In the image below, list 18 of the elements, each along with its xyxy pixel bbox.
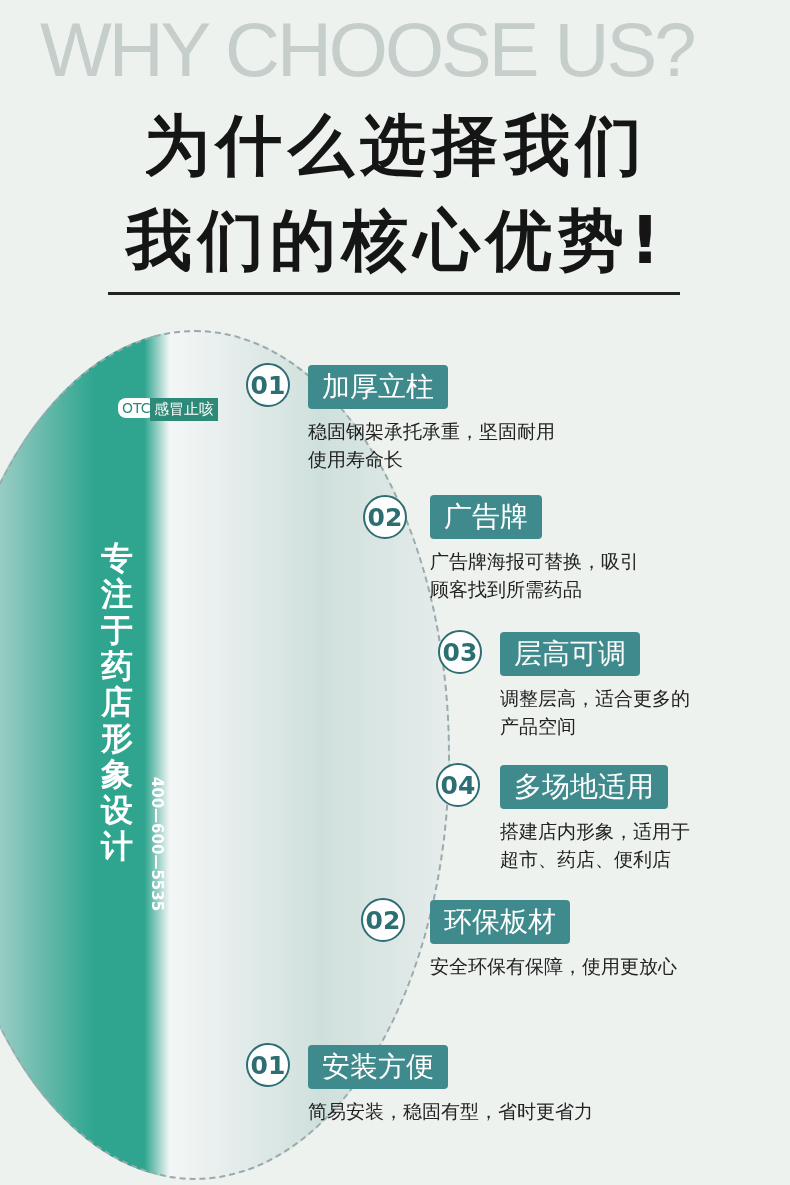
- feature-tag: 多场地适用: [500, 765, 668, 809]
- feature-tag: 广告牌: [430, 495, 542, 539]
- title: 为什么选择我们我们的核心优势!: [124, 106, 668, 281]
- feature-description: 安全环保有保障，使用更放心: [430, 954, 678, 979]
- feature-description: 简易安装，稳固有型，省时更省力: [308, 1099, 594, 1124]
- shelf-slogan: 专注于药店形象设计: [100, 540, 134, 864]
- feature-description: 调整层高，适合更多的产品空间: [500, 686, 691, 739]
- sign-text: 感冒止咳: [150, 398, 218, 421]
- phone-number: 400—600—5535: [148, 776, 167, 912]
- feature-description: 广告牌海报可替换，吸引顾客找到所需药品: [430, 549, 640, 602]
- feature-tag: 加厚立柱: [308, 365, 448, 409]
- number-badge: 03: [438, 630, 482, 674]
- feature-description: 搭建店内形象，适用于超市、药店、便利店: [500, 819, 691, 872]
- feature-description: 稳固钢架承托承重，坚固耐用使用寿命长: [308, 419, 556, 472]
- feature-tag: 安装方便: [308, 1045, 448, 1089]
- number-badge: 04: [436, 763, 480, 807]
- feature-tag: 环保板材: [430, 900, 570, 944]
- feature-tag: 层高可调: [500, 632, 640, 676]
